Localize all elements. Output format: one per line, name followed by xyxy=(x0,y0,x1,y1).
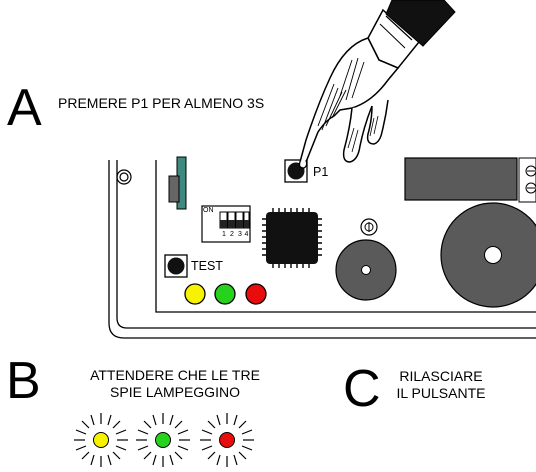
trimmer[interactable] xyxy=(360,218,378,236)
microcontroller-chip xyxy=(262,208,322,268)
blinking-leds xyxy=(74,413,254,467)
pressing-hand-illustration xyxy=(298,0,456,169)
dip-number-1: 1 xyxy=(222,231,226,238)
pcb-outline xyxy=(155,160,536,313)
dip-number-2: 2 xyxy=(230,231,234,238)
test-label: TEST xyxy=(191,259,223,273)
mounting-hole xyxy=(116,169,132,185)
step-c-text-line2: IL PULSANTE xyxy=(396,385,486,401)
blink-led-green xyxy=(136,413,190,467)
p1-label: P1 xyxy=(313,165,329,179)
test-button[interactable] xyxy=(164,254,188,278)
large-buzzer xyxy=(440,202,536,308)
step-b-text-line2: SPIE LAMPEGGINO xyxy=(110,384,240,400)
dip-on-label: ON xyxy=(203,207,214,214)
step-c-letter: C xyxy=(343,360,381,418)
step-a-letter: A xyxy=(7,79,42,137)
board-led-yellow xyxy=(184,283,206,305)
blink-led-yellow xyxy=(74,413,128,467)
step-a-text: PREMERE P1 PER ALMENO 3S xyxy=(58,95,265,111)
relay-block xyxy=(404,157,536,203)
blink-led-red xyxy=(200,413,254,467)
enclosure-outline xyxy=(108,160,536,339)
board-led-red xyxy=(245,283,267,305)
connector-strip xyxy=(168,156,187,210)
dip-number-3: 3 xyxy=(238,231,242,238)
step-b-text-line1: ATTENDERE CHE LE TRE xyxy=(90,367,260,383)
step-c-text-line1: RILASCIARE xyxy=(399,368,483,384)
dip-number-4: 4 xyxy=(244,231,249,238)
small-buzzer xyxy=(335,239,397,301)
step-b-letter: B xyxy=(6,352,41,410)
board-led-green xyxy=(214,283,236,305)
dip-switch[interactable] xyxy=(201,205,251,243)
board-leds xyxy=(184,283,267,305)
